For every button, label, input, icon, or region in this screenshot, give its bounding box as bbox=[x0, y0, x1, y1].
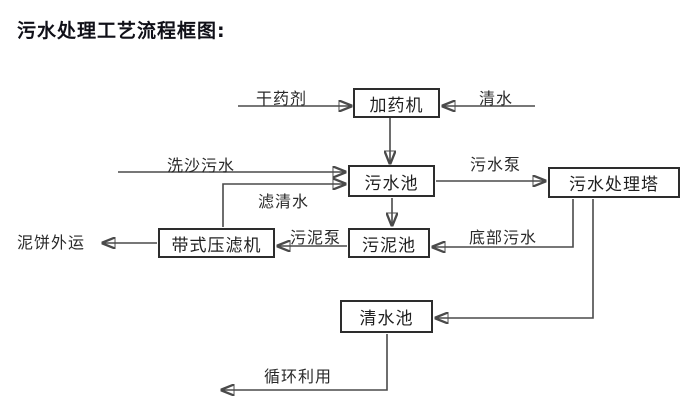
node-dosing-machine: 加药机 bbox=[353, 88, 440, 118]
label-recycle: 循环利用 bbox=[264, 367, 333, 386]
label-bottom-sewage: 底部污水 bbox=[469, 228, 538, 247]
label-sludge-pump: 污泥泵 bbox=[290, 228, 342, 247]
label-sand-washing-sewage: 洗沙污水 bbox=[167, 156, 236, 175]
arrow-tower-to-clean-pool bbox=[435, 199, 594, 318]
arrow-bottom-sewage-to-sludge-pool bbox=[432, 199, 574, 247]
node-treatment-tower: 污水处理塔 bbox=[548, 167, 680, 198]
node-sludge-pool: 污泥池 bbox=[348, 228, 430, 258]
arrow-filtered-water-to-sewage-pool bbox=[222, 184, 346, 227]
node-clean-water-pool: 清水池 bbox=[340, 300, 433, 333]
arrow-recycle-out bbox=[221, 334, 388, 390]
label-mud-cake-out: 泥饼外运 bbox=[17, 233, 86, 252]
label-clean-water: 清水 bbox=[479, 89, 514, 108]
label-filtered-water: 滤清水 bbox=[258, 192, 310, 211]
page-title: 污水处理工艺流程框图: bbox=[17, 20, 226, 42]
node-sewage-pool: 污水池 bbox=[348, 165, 435, 197]
label-dry-agent: 干药剂 bbox=[256, 89, 308, 108]
label-sewage-pump: 污水泵 bbox=[470, 155, 522, 174]
node-belt-filter-press: 带式压滤机 bbox=[158, 228, 275, 258]
